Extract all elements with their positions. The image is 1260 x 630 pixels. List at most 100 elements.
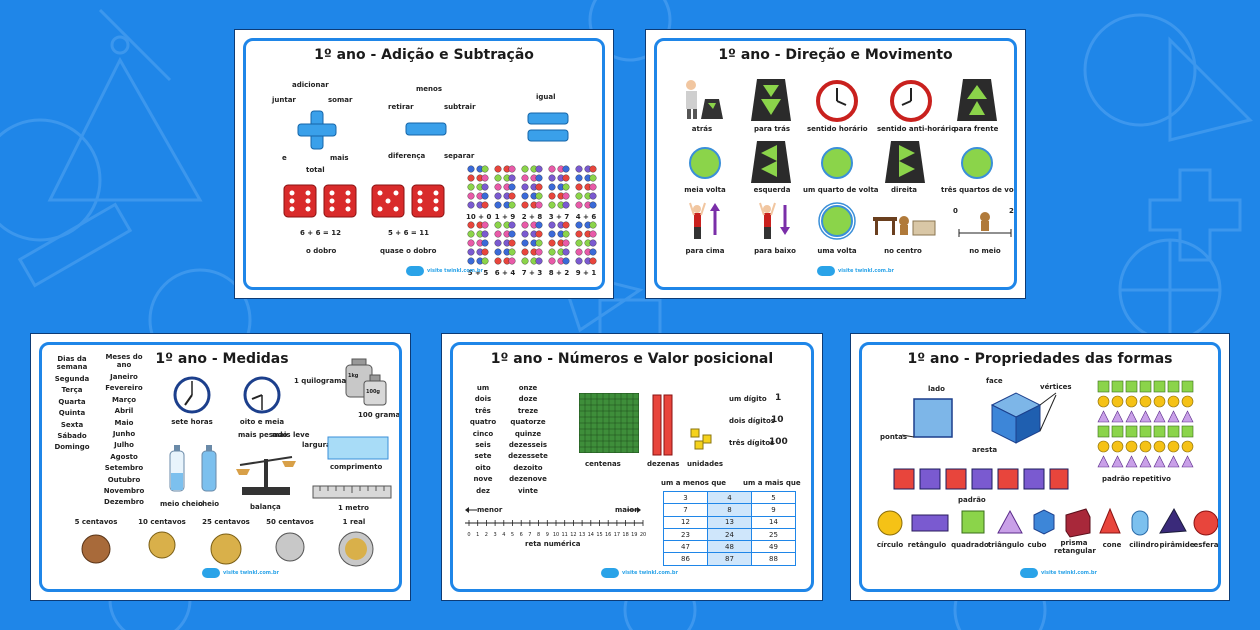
number-line-tick: 9 (546, 532, 549, 538)
direction-label: três quartos de volta (941, 186, 1017, 194)
one-less-header: um a menos que (661, 479, 727, 487)
clock-eight-thirty-icon (243, 376, 281, 414)
poster-shape-properties[interactable]: 1º ano - Propriedades das formas lado fa… (850, 333, 1230, 601)
word-label: menos (416, 85, 443, 93)
coin-label: 5 centavos (74, 518, 118, 526)
digits-label: um dígito (729, 395, 767, 403)
word-label: subtrair (444, 103, 476, 111)
dice-icons (283, 184, 445, 218)
measure-label: 100 gramas (358, 411, 402, 419)
measure-label: comprimento (330, 463, 383, 471)
rectangle-measure-icon (327, 436, 389, 460)
measure-label: sete horas (171, 418, 213, 426)
coin-label: 1 real (342, 518, 366, 526)
three-quarter-turn-icon (961, 147, 993, 179)
digits-example: 10 (771, 415, 784, 425)
shape-part-label: lado (928, 385, 945, 393)
bond-label: 8 + 2 (548, 269, 570, 277)
shape-part-label: pontas (880, 433, 908, 441)
direction-label: no meio (969, 247, 1001, 255)
direction-label: no centro (884, 247, 922, 255)
tens-rods-icon (652, 394, 673, 456)
number-line-tick: 4 (502, 532, 505, 538)
digits-example: 100 (769, 437, 788, 447)
clock-seven-icon (173, 376, 211, 414)
quarter-turn-icon (821, 147, 853, 179)
bond-label: 2 + 8 (521, 213, 543, 221)
number-line-tick: 1 (476, 532, 479, 538)
poster-addition-subtraction[interactable]: 1º ano - Adição e Subtração adicionar ju… (234, 29, 614, 299)
repeating-pattern-grid (1097, 380, 1194, 468)
pattern-label: padrão (958, 496, 986, 504)
bond-label: 9 + 1 (575, 269, 597, 277)
measure-label: 1 quilograma (294, 377, 347, 385)
days-header: Dias da semana (56, 355, 88, 371)
direction-label: para frente (953, 125, 999, 133)
word-label: retirar (388, 103, 414, 111)
coin-label: 10 centavos (138, 518, 186, 526)
shapes-row-icons (877, 507, 1218, 538)
clockwise-clock-icon (816, 80, 858, 122)
poster-title: 1º ano - Propriedades das formas (907, 351, 1173, 367)
word-label: igual (536, 93, 556, 101)
direction-label: meia volta (684, 186, 726, 194)
word-label: adicionar (292, 81, 329, 89)
measure-label: oito e meia (239, 418, 285, 426)
months-header: Meses do ano (105, 353, 143, 369)
coins-icons (81, 531, 374, 567)
bond-label: 1 + 9 (494, 213, 516, 221)
shape-label: esfera (1193, 541, 1219, 549)
number-line-tick: 14 (588, 532, 594, 538)
number-bond-grids (467, 165, 597, 265)
word-label: e (282, 154, 287, 162)
shape-label: cone (1102, 541, 1122, 549)
shape-part-label: vértices (1040, 383, 1072, 391)
full-turn-icon (818, 202, 856, 240)
measure-label: cheio (198, 500, 220, 508)
direction-label: sentido horário (807, 125, 868, 133)
twinkl-logo: visite twinkl.com.br (406, 265, 483, 277)
shape-label: cubo (1027, 541, 1047, 549)
weight-100g: 100g (366, 389, 381, 395)
number-line-label: maior (615, 506, 638, 514)
word-label: o dobro (306, 247, 337, 255)
bond-label: 7 + 3 (521, 269, 543, 277)
shape-part-label: aresta (972, 446, 998, 454)
poster-title: 1º ano - Direção e Movimento (718, 47, 953, 63)
measure-label: mais leve (272, 431, 310, 439)
number-label: 2 (1009, 207, 1014, 215)
person-up-icon (689, 202, 720, 239)
direction-label: uma volta (817, 247, 857, 255)
word-label: total (306, 166, 325, 174)
direction-label: direita (890, 186, 918, 194)
bond-label: 6 + 4 (494, 269, 516, 277)
units-cubes-icon (690, 428, 712, 450)
number-line-tick: 13 (579, 532, 585, 538)
place-value-label: dezenas (647, 460, 680, 468)
poster-direction-movement[interactable]: 1º ano - Direção e Movimento atrás para … (645, 29, 1026, 299)
right-arrow-icon (885, 141, 925, 183)
number-line-tick: 11 (562, 532, 568, 538)
direction-label: um quarto de volta (803, 186, 879, 194)
number-label: 0 (953, 207, 958, 215)
word-label: juntar (272, 96, 296, 104)
word-label: somar (328, 96, 353, 104)
measure-label: mais pesado (238, 431, 288, 439)
ruler-icon (312, 485, 392, 499)
weights-icon (345, 358, 387, 406)
bond-label: 4 + 6 (575, 213, 597, 221)
pattern-label: padrão repetitivo (1102, 475, 1171, 483)
word-label: diferença (388, 152, 426, 160)
place-value-label: centenas (585, 460, 621, 468)
shape-label: quadrado (951, 541, 989, 549)
weight-1kg: 1kg (348, 373, 359, 379)
twinkl-logo: visite twinkl.com.br (202, 567, 279, 579)
